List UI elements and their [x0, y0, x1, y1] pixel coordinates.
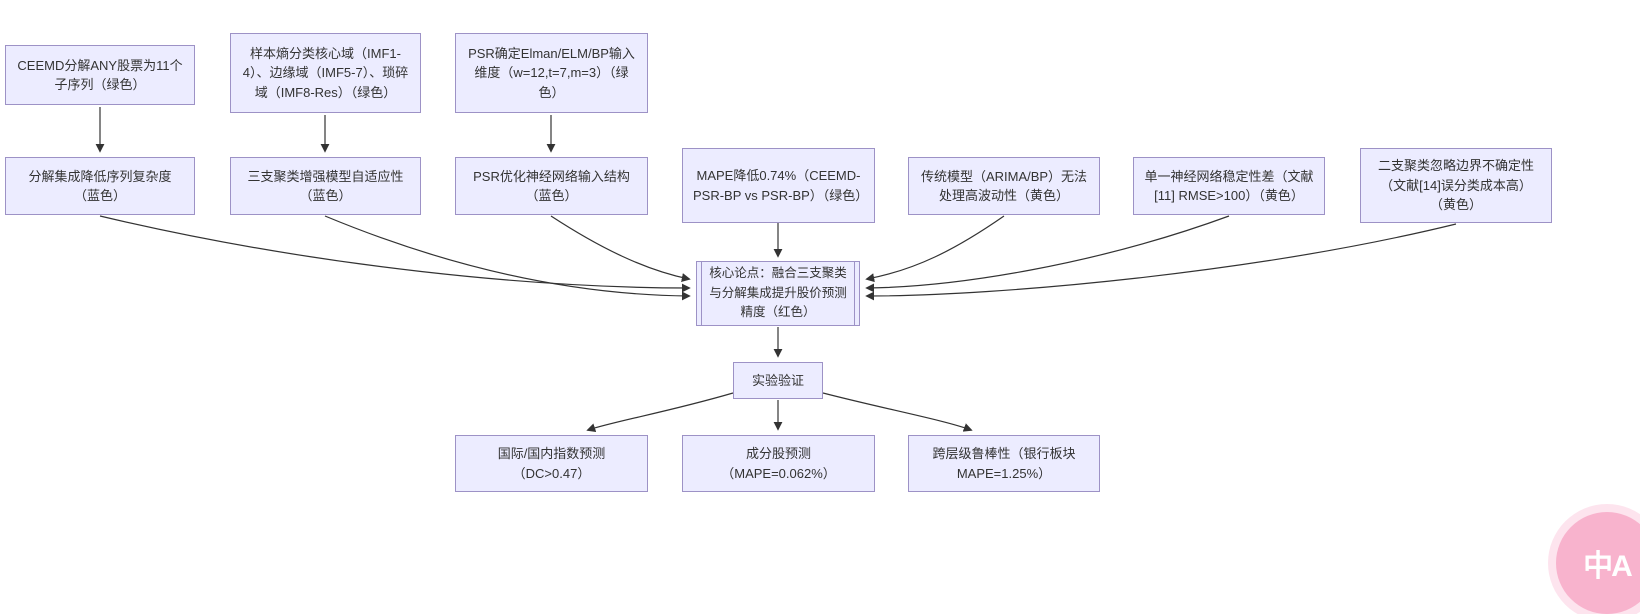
node-label: 分解集成降低序列复杂度（蓝色）: [28, 168, 172, 204]
node-premise-ceemd: CEEMD分解ANY股票为11个子序列（绿色）: [5, 45, 195, 105]
translate-icon: 中A: [1583, 550, 1633, 583]
edge-counter-traditional-to-core: [865, 215, 1005, 283]
node-label: 二支聚类忽略边界不确定性（文献[14]误分类成本高）（黄色）: [1377, 158, 1534, 213]
node-label: 三支聚类增强模型自适应性（蓝色）: [247, 168, 404, 204]
node-premise-entropy: 样本熵分类核心域（IMF1-4）、边缘域（IMF5-7）、琐碎域（IMF8-Re…: [230, 33, 421, 113]
edge-experiment-to-result-robust: [822, 392, 973, 432]
node-result-robust: 跨层级鲁棒性（银行板块 MAPE=1.25%）: [908, 435, 1100, 492]
node-label: 样本熵分类核心域（IMF1-4）、边缘域（IMF5-7）、琐碎域（IMF8-Re…: [242, 45, 409, 100]
edge-counter-single-nn-to-core: [865, 215, 1230, 293]
node-label: 实验验证: [751, 372, 804, 388]
translate-widget-button[interactable]: 中A: [1556, 512, 1640, 614]
node-support-psr: PSR优化神经网络输入结构（蓝色）: [455, 157, 648, 215]
node-support-decomp: 分解集成降低序列复杂度（蓝色）: [5, 157, 195, 215]
flowchart-canvas: CEEMD分解ANY股票为11个子序列（绿色） 样本熵分类核心域（IMF1-4）…: [5, 33, 1640, 614]
node-premise-psr: PSR确定Elman/ELM/BP输入维度（w=12,t=7,m=3）（绿色）: [455, 33, 648, 113]
edge-counter-two-way-to-core: [865, 223, 1457, 301]
node-counter-two-way: 二支聚类忽略边界不确定性（文献[14]误分类成本高）（黄色）: [1360, 148, 1552, 223]
edge-experiment-to-result-index: [586, 392, 734, 432]
node-label: 传统模型（ARIMA/BP）无法处理高波动性（黄色）: [920, 168, 1088, 204]
node-result-index: 国际/国内指数预测（DC>0.47）: [455, 435, 648, 492]
node-evidence-mape: MAPE降低0.74%（CEEMD-PSR-BP vs PSR-BP）（绿色）: [682, 148, 875, 223]
node-support-cluster: 三支聚类增强模型自适应性（蓝色）: [230, 157, 421, 215]
edge-support-decomp-to-core: [99, 215, 691, 293]
edge-support-psr-to-core: [550, 215, 691, 282]
node-label: MAPE降低0.74%（CEEMD-PSR-BP vs PSR-BP）（绿色）: [693, 168, 869, 203]
node-result-stock: 成分股预测（MAPE=0.062%）: [682, 435, 875, 492]
node-label: PSR确定Elman/ELM/BP输入维度（w=12,t=7,m=3）（绿色）: [468, 45, 635, 100]
node-label: 单一神经网络稳定性差（文献[11] RMSE>100）（黄色）: [1144, 168, 1314, 204]
node-label: 国际/国内指数预测（DC>0.47）: [497, 446, 606, 481]
node-label: 成分股预测（MAPE=0.062%）: [721, 446, 836, 481]
node-experiment: 实验验证: [733, 362, 823, 399]
node-counter-traditional: 传统模型（ARIMA/BP）无法处理高波动性（黄色）: [908, 157, 1100, 215]
node-label: 核心论点：融合三支聚类与分解集成提升股价预测精度（红色）: [709, 266, 847, 320]
node-label: CEEMD分解ANY股票为11个子序列（绿色）: [17, 57, 183, 93]
edge-support-cluster-to-core: [324, 215, 691, 301]
node-core-thesis: 核心论点：融合三支聚类与分解集成提升股价预测精度（红色）: [696, 261, 860, 326]
node-core-thesis-inner: 核心论点：融合三支聚类与分解集成提升股价预测精度（红色）: [701, 262, 855, 325]
node-label: PSR优化神经网络输入结构（蓝色）: [473, 168, 630, 204]
node-label: 跨层级鲁棒性（银行板块 MAPE=1.25%）: [932, 446, 1076, 481]
node-counter-single-nn: 单一神经网络稳定性差（文献[11] RMSE>100）（黄色）: [1133, 157, 1325, 215]
